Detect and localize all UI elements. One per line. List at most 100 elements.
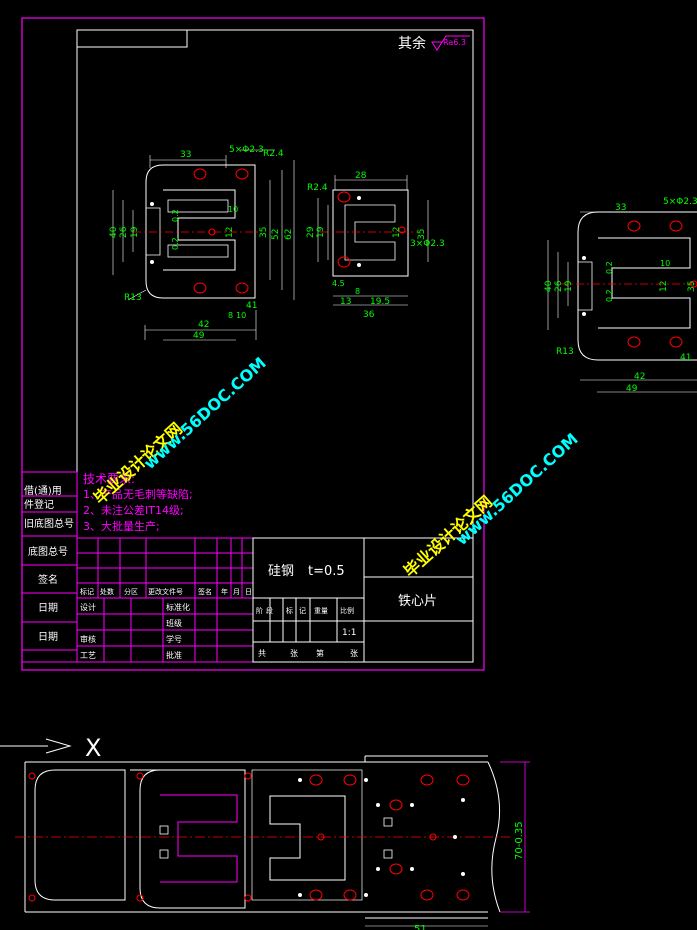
tech-item-2: 2、未注公差IT14级; — [83, 503, 184, 517]
rev-header-2: 处数 — [100, 587, 114, 596]
v2-dim-195: 19.5 — [370, 297, 390, 307]
v1-dim-10b: 10 — [236, 311, 246, 320]
v3-dim-42: 42 — [634, 372, 645, 382]
technical-requirements: 技术要求: 1、产品无毛刺等缺陷; 2、未注公差IT14级; 3、大批量生产; — [83, 472, 193, 533]
info-header-3: 标 — [286, 606, 293, 615]
strip-bottom-dim: 51 — [414, 924, 427, 930]
title-block-rev-headers: 标记 处数 分区 更改文件号 签名 年 月 日 — [80, 587, 252, 596]
roughness-label: 其余 — [398, 35, 426, 52]
watermarks: 毕业设计论文网 www.56DOC.COM 毕业设计论文网 www.56DOC.… — [90, 353, 582, 581]
v3-dim-41: 41 — [680, 353, 691, 363]
v3-dim-49: 49 — [626, 384, 638, 394]
v3-dim-35: 35 — [687, 281, 697, 292]
v1-dim-r24: R2.4 — [263, 149, 284, 159]
v2-dim-28: 28 — [355, 171, 367, 181]
side-label-2: 件登记 — [24, 498, 54, 511]
sheet-unit-2: 张 — [350, 649, 358, 658]
info-header-6: 比例 — [340, 606, 354, 615]
side-label-7: 日期 — [38, 631, 58, 643]
rev-header-7: 月 — [233, 588, 240, 596]
v2-dim-29: 29 — [306, 226, 316, 238]
info-header-4: 记 — [299, 607, 306, 615]
v1-dim-tol-a: 0.2 — [171, 209, 180, 222]
side-label-3: 旧底图总号 — [24, 517, 74, 530]
outer-border — [21, 17, 485, 671]
v1-dim-tol-b: 0.2 — [171, 237, 180, 250]
sheet-unit-1: 张 — [290, 649, 298, 658]
side-label-4: 底图总号 — [28, 545, 68, 558]
v1-dim-19: 19 — [130, 226, 140, 238]
v2-dim-12: 12 — [392, 227, 402, 238]
watermark-cn-2: 毕业设计论文网 — [400, 492, 496, 581]
roughness-note: 其余 Ra6.3 — [398, 35, 470, 52]
feed-arrow-icon — [45, 738, 72, 754]
v1-dim-42: 42 — [198, 320, 209, 330]
material-label: 硅钢 — [268, 564, 294, 579]
roughness-symbol-icon — [431, 35, 470, 51]
v3-dim-r13: R13 — [556, 347, 574, 357]
v3-dim-33: 33 — [615, 203, 626, 213]
v3-dim-19: 19 — [564, 280, 574, 292]
tech-title: 技术要求: — [83, 472, 135, 486]
v2-dim-13: 13 — [340, 297, 351, 307]
v1-dim-8: 8 — [228, 311, 233, 320]
v1-dim-35: 35 — [259, 227, 269, 238]
strip-width-dim: 70-0.35 — [514, 821, 525, 860]
right-label-student-no: 学号 — [166, 634, 182, 644]
v1-dim-10: 10 — [228, 205, 238, 214]
v1-dim-33: 33 — [180, 150, 191, 160]
v1-dim-26: 26 — [119, 226, 129, 238]
v2-dim-holes: 3×Φ2.3 — [410, 239, 445, 249]
rev-header-6: 年 — [221, 587, 228, 596]
v2-dim-19: 19 — [316, 226, 326, 238]
rev-header-1: 标记 — [80, 587, 94, 596]
info-header-1: 阶 — [256, 606, 263, 615]
v1-dim-40: 40 — [109, 226, 119, 238]
sign-label-approve: 批准 — [166, 650, 182, 660]
v3-dim-12: 12 — [659, 281, 669, 292]
tech-item-3: 3、大批量生产; — [83, 519, 160, 533]
sheet-no-label: 第 — [316, 648, 324, 658]
info-header-2: 段 — [266, 606, 273, 615]
tech-item-1: 1、产品无毛刺等缺陷; — [83, 487, 193, 501]
view-2-i-lamination: 28 R2.4 29 19 12 35 3×Φ2.3 13 19.5 36 4.… — [306, 171, 445, 320]
strip-layout: X — [0, 734, 530, 930]
title-block-main: 硅钢 t=0.5 铁心片 阶 段 标 记 重量 比例 1:1 共 张 第 张 — [256, 564, 437, 658]
sign-label-design: 设计 — [80, 602, 96, 612]
rev-header-3: 分区 — [124, 587, 138, 596]
v2-dim-45: 4.5 — [332, 279, 345, 288]
v3-dim-26: 26 — [554, 280, 564, 292]
v1-dim-62: 62 — [284, 229, 294, 240]
extra-label-class: 班级 — [166, 618, 182, 628]
v1-dim-41: 41 — [246, 301, 257, 311]
view-1-e-lamination: 33 5×Φ2.3 R2.4 10 40 26 19 12 35 52 62 R… — [109, 145, 295, 341]
info-header-5: 重量 — [314, 607, 328, 615]
v3-dim-40: 40 — [544, 280, 554, 292]
watermark-url-1: www.56DOC.COM — [140, 353, 270, 473]
view-3-e-lamination-copy: 33 5×Φ2.3 40 26 19 12 10 35 R13 42 49 41… — [544, 197, 697, 394]
rev-header-5: 签名 — [198, 587, 212, 596]
v1-dim-holes: 5×Φ2.3 — [229, 145, 264, 155]
v3-dim-tol-b: 0.2 — [605, 289, 614, 302]
v3-dim-holes: 5×Φ2.3 — [663, 197, 697, 207]
rev-header-8: 日 — [245, 588, 252, 596]
v2-dim-35: 35 — [417, 229, 427, 240]
feed-direction-label: X — [85, 734, 101, 762]
v3-dim-10: 10 — [660, 259, 670, 268]
rev-header-4: 更改文件号 — [148, 587, 183, 596]
v2-dim-8: 8 — [355, 287, 360, 296]
side-label-6: 日期 — [38, 602, 58, 614]
sheet-total-label: 共 — [258, 649, 266, 658]
scale-value: 1:1 — [342, 628, 356, 638]
side-registration-labels: 借(通)用 件登记 旧底图总号 底图总号 签名 日期 日期 — [24, 485, 74, 643]
sign-label-standard: 标准化 — [166, 602, 190, 612]
v1-dim-12: 12 — [225, 227, 235, 238]
title-block-sign-labels: 设计 标准化 班级 审核 学号 工艺 批准 — [80, 602, 190, 660]
v3-dim-tol-a: 0.2 — [605, 261, 614, 274]
sign-label-process: 工艺 — [80, 651, 96, 660]
roughness-value: Ra6.3 — [443, 38, 466, 47]
v1-dim-49: 49 — [193, 331, 205, 341]
v1-dim-r13: R13 — [124, 293, 142, 303]
v2-dim-r24: R2.4 — [307, 183, 328, 193]
